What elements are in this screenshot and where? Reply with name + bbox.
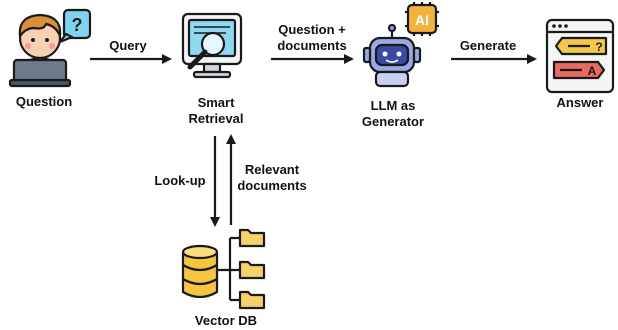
answer-card-a-mark: A [588,64,597,78]
edge-label-relevant-line2: documents [237,178,306,193]
smart-retrieval-label-line2: Retrieval [189,111,244,126]
edge-generate: Generate [451,38,537,64]
answer-card-q-mark: ? [595,40,602,54]
llm-label-line1: LLM as [371,98,416,113]
person-with-laptop-and-question-bubble-icon: ? [8,8,92,88]
ai-chip-badge: AI [415,12,429,28]
edge-label-question-docs-line1: Question + [278,22,346,37]
question-node: ? Question [8,8,92,109]
smart-retrieval-label-line1: Smart [198,95,236,110]
svg-text:?: ? [72,15,83,35]
edge-lookup: Look-up [154,136,220,227]
monitor-with-magnifier-icon [181,12,243,79]
question-label: Question [16,94,72,109]
llm-node: AI LLM as Generator [362,2,439,129]
browser-window-with-answer-cards-icon: ? A [545,18,615,94]
edge-question-documents: Question + documents [271,22,354,64]
edge-label-generate: Generate [460,38,516,53]
database-with-folders-icon [181,228,266,310]
edge-label-query: Query [109,38,147,53]
smart-retrieval-node: Smart Retrieval [181,12,244,126]
llm-label-line2: Generator [362,114,424,129]
vector-db-label: Vector DB [195,313,257,328]
robot-with-ai-chip-icon: AI [362,2,439,88]
answer-label: Answer [557,95,604,110]
edge-query: Query [90,38,172,64]
vector-db-node: Vector DB [181,228,266,328]
edge-label-question-docs-line2: documents [277,38,346,53]
edge-label-lookup: Look-up [154,173,205,188]
answer-node: ? A Answer [545,18,615,110]
edge-label-relevant-line1: Relevant [245,162,300,177]
edge-relevant-documents: Relevant documents [226,134,307,225]
